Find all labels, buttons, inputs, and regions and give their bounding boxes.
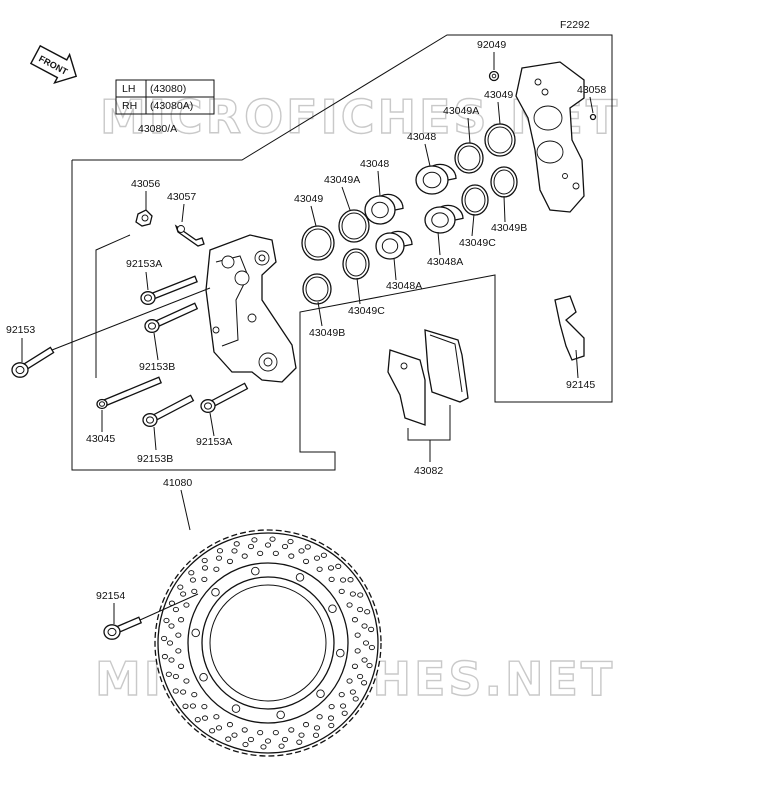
label-43049a-mid: 43049A [324, 174, 360, 186]
label-92153a-top: 92153A [126, 258, 162, 270]
label-92049: 92049 [477, 39, 506, 51]
svg-text:RH: RH [122, 100, 137, 112]
front-arrow-icon: FRONT [29, 44, 78, 85]
label-43058: 43058 [577, 84, 606, 96]
label-43049c-mid: 43049C [348, 305, 385, 317]
label-43048-right: 43048 [407, 131, 436, 143]
label-43049b-mid: 43049B [309, 327, 345, 339]
label-43049-mid: 43049 [294, 193, 323, 205]
bleeder-cap [174, 224, 205, 247]
label-43049a-right: 43049A [443, 105, 479, 117]
label-43045: 43045 [86, 433, 115, 445]
bleeder-valve [135, 209, 153, 227]
label-92145: 92145 [566, 379, 595, 391]
label-43082: 43082 [414, 465, 443, 477]
svg-text:LH: LH [122, 83, 135, 95]
label-43057: 43057 [167, 191, 196, 203]
label-92153b-bot: 92153B [137, 453, 173, 465]
label-43049-top: 43049 [484, 89, 513, 101]
label-43048a-mid: 43048A [386, 280, 422, 292]
label-43049b-right: 43049B [491, 222, 527, 234]
plug-92049 [488, 70, 500, 82]
caliper-half [515, 61, 585, 213]
label-92153a-bot: 92153A [196, 436, 232, 448]
brake-pad-rear [387, 349, 426, 426]
plug-43058 [589, 113, 597, 121]
label-43048a-right: 43048A [427, 256, 463, 268]
label-43048-mid: 43048 [360, 158, 389, 170]
svg-text:(43080): (43080) [150, 83, 186, 95]
svg-text:(43080A): (43080A) [150, 100, 193, 112]
label-92153b-top: 92153B [139, 361, 175, 373]
assembly-outline [71, 34, 613, 471]
label-41080: 41080 [163, 477, 192, 489]
label-92153: 92153 [6, 324, 35, 336]
brake-disc [154, 529, 382, 757]
label-92154: 92154 [96, 590, 125, 602]
pad-spring [554, 295, 585, 361]
label-43049c-right: 43049C [459, 237, 496, 249]
brake-pad-front [424, 329, 469, 403]
caliper-body [205, 234, 297, 383]
diagram-code: F2292 [560, 19, 590, 31]
piston-set [301, 123, 518, 305]
side-table: LH (43080) RH (43080A) [115, 79, 215, 115]
leader-lines [21, 52, 594, 624]
pad-bracket [95, 234, 131, 378]
bolt-set [11, 275, 249, 640]
assembly-label: 43080/A [138, 123, 177, 135]
part-labels: 92049 43049 43058 43049A 43048 43048 430… [6, 39, 606, 602]
label-43056: 43056 [131, 178, 160, 190]
